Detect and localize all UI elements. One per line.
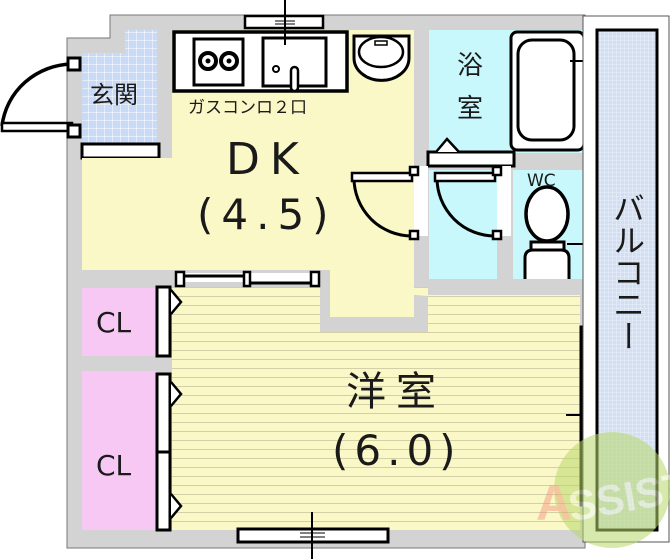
dk-label: DK bbox=[226, 134, 309, 185]
bath-label-bottom: 室 bbox=[457, 94, 484, 124]
entrance-room bbox=[80, 30, 161, 160]
kitchen-counter bbox=[172, 30, 349, 93]
western-label: 洋室 bbox=[346, 369, 446, 415]
dk-room bbox=[82, 30, 414, 287]
dk-sliding-door bbox=[174, 270, 321, 288]
bath-label-top: 浴 bbox=[457, 51, 484, 81]
bath-door bbox=[350, 165, 511, 241]
bath-room bbox=[426, 30, 586, 279]
wc-room bbox=[513, 170, 584, 279]
wc-label: WC bbox=[527, 171, 556, 191]
dk-area: (4.5) bbox=[197, 190, 337, 239]
svg-text:A: A bbox=[536, 475, 572, 531]
top-window bbox=[243, 0, 325, 45]
western-area: (6.0) bbox=[332, 426, 462, 475]
closet-1-label: CL bbox=[96, 306, 132, 339]
closet-1 bbox=[82, 285, 183, 358]
western-room bbox=[172, 260, 580, 530]
closet-2 bbox=[82, 371, 183, 532]
kitchen-label: ガスコンロ２口 bbox=[188, 98, 307, 118]
washbasin bbox=[352, 34, 411, 82]
entrance-door bbox=[0, 56, 82, 139]
bottom-window bbox=[236, 512, 390, 559]
closet-2-label: CL bbox=[96, 449, 132, 482]
balcony-label: バルコニー bbox=[608, 192, 646, 352]
assist-watermark: A SSIST bbox=[536, 432, 670, 548]
entrance-label: 玄関 bbox=[90, 81, 138, 109]
